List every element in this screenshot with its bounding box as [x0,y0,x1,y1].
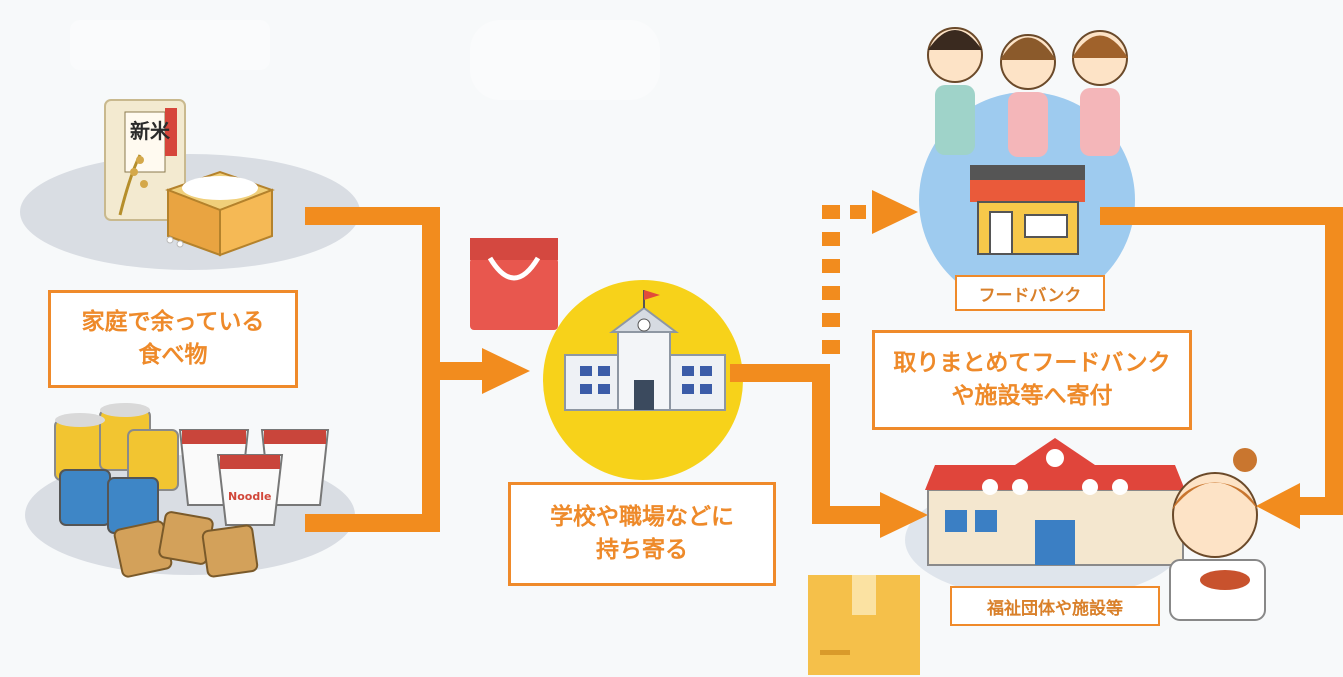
welfare-label: 福祉団体や施設等 [950,586,1160,626]
noodle-label: Noodle [228,490,271,503]
gather-donate-line1: 取りまとめてフードバンク [893,349,1171,376]
bring-to-school-line2: 持ち寄る [596,537,688,563]
household-food-line1: 家庭で余っている [81,308,265,335]
rice-bag-label-1: 新米 [130,119,171,143]
household-food-line2: 食べ物 [138,342,208,368]
staff-people-icon [927,27,1128,157]
background-watermark [70,20,660,100]
flow-arrows [305,190,1343,538]
cup-noodle-icon [178,429,330,526]
school-building-icon [564,290,726,411]
gather-donate-line2: や施設等へ寄付 [951,383,1113,409]
bring-to-school-box: 学校や職場などに 持ち寄る [508,482,776,586]
welfare-facility-icon [925,438,1185,566]
cracker-icon [113,511,259,578]
cardboard-box-icon [808,575,920,675]
shopping-bag-icon [470,238,558,330]
rice-measure-box-icon [165,170,275,257]
food-bank-shop-icon [970,165,1085,255]
foodbank-label: フードバンク [955,275,1105,311]
canned-food-icon [54,403,179,534]
bring-to-school-line1: 学校や職場などに [550,503,734,530]
rice-bag-icon [104,99,186,221]
gather-donate-box: 取りまとめてフードバンク や施設等へ寄付 [872,330,1192,430]
household-food-box: 家庭で余っている 食べ物 [48,290,298,388]
woman-eating-icon [1169,448,1266,621]
